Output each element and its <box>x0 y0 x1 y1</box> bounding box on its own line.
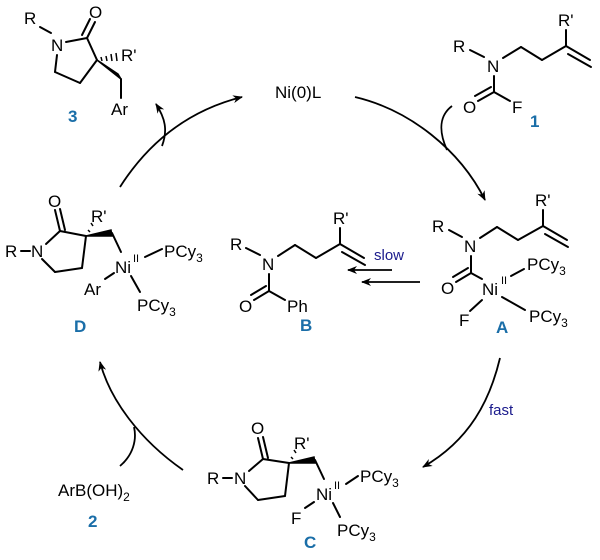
svg-text:Ar: Ar <box>84 280 101 299</box>
svg-text:N: N <box>262 255 274 274</box>
svg-text:R': R' <box>558 11 574 30</box>
svg-text:R: R <box>453 37 465 56</box>
svg-text:II: II <box>501 275 507 287</box>
svg-text:Ni: Ni <box>115 258 131 277</box>
svg-text:Ar: Ar <box>111 100 128 119</box>
arrow-substrate-1-in <box>440 105 453 151</box>
svg-text:N: N <box>51 36 63 55</box>
svg-text:Ph: Ph <box>287 297 308 316</box>
product-3-structure: R N O R' Ar <box>24 3 137 119</box>
svg-text:R': R' <box>535 191 551 210</box>
label-compound-1: 1 <box>530 112 539 131</box>
svg-text:O: O <box>463 98 476 117</box>
svg-text:R': R' <box>121 46 137 65</box>
svg-text:F: F <box>459 311 469 330</box>
svg-text:PCy3: PCy3 <box>527 255 566 278</box>
svg-text:N: N <box>464 237 476 256</box>
cycle-arrows <box>98 95 501 471</box>
arrow-transmetalation <box>98 361 184 471</box>
svg-text:R': R' <box>294 434 310 453</box>
svg-text:O: O <box>48 192 61 211</box>
svg-text:R: R <box>24 9 36 28</box>
svg-text:F: F <box>291 509 301 528</box>
svg-text:Ni: Ni <box>482 280 498 299</box>
label-reagent-2: 2 <box>88 512 97 531</box>
intermediate-C-structure: R N O R' Ni II PCy3 PCy3 F <box>207 419 399 544</box>
intermediate-D-structure: R N O R' Ni II PCy3 PCy3 Ar <box>5 192 203 319</box>
svg-text:R: R <box>230 235 242 254</box>
substrate-1-structure: R N R' O F <box>453 11 592 117</box>
arrow-fast-migratory-insertion <box>422 357 501 468</box>
svg-text:II: II <box>133 253 139 265</box>
svg-text:R': R' <box>333 209 349 228</box>
svg-text:PCy3: PCy3 <box>164 242 203 265</box>
svg-text:PCy3: PCy3 <box>137 296 176 319</box>
byproduct-B-structure: R N R' O Ph <box>230 209 366 316</box>
svg-text:II: II <box>334 480 340 492</box>
rate-label-fast: fast <box>489 402 514 419</box>
rate-label-slow: slow <box>374 247 404 264</box>
svg-text:R: R <box>207 469 219 488</box>
svg-text:R: R <box>5 242 17 261</box>
arrow-product-release <box>119 95 243 188</box>
svg-text:N: N <box>31 242 43 261</box>
svg-text:N: N <box>234 469 246 488</box>
label-compound-3: 3 <box>68 107 77 126</box>
catalyst-label: Ni(0)L <box>275 83 321 102</box>
intermediate-A-structure: R N R' O Ni II PCy3 PCy3 F <box>432 191 569 330</box>
svg-text:F: F <box>512 98 522 117</box>
svg-text:O: O <box>239 297 252 316</box>
reagent-2-formula: ArB(OH)2 <box>58 481 130 504</box>
arrow-oxidative-addition <box>354 96 486 201</box>
label-intermediate-D: D <box>74 317 86 336</box>
svg-text:PCy3: PCy3 <box>529 307 568 330</box>
svg-text:R': R' <box>91 207 107 226</box>
svg-text:Ni: Ni <box>316 485 332 504</box>
svg-text:PCy3: PCy3 <box>337 521 376 544</box>
svg-text:O: O <box>251 419 264 438</box>
label-byproduct-B: B <box>300 316 312 335</box>
svg-text:O: O <box>89 3 102 22</box>
svg-text:N: N <box>487 57 499 76</box>
label-intermediate-A: A <box>496 318 508 337</box>
svg-text:O: O <box>441 279 454 298</box>
svg-text:R: R <box>432 217 444 236</box>
svg-text:PCy3: PCy3 <box>360 467 399 490</box>
arrow-to-product-3 <box>155 103 167 147</box>
arrow-reagent-2-in <box>119 426 136 467</box>
label-intermediate-C: C <box>304 533 316 552</box>
